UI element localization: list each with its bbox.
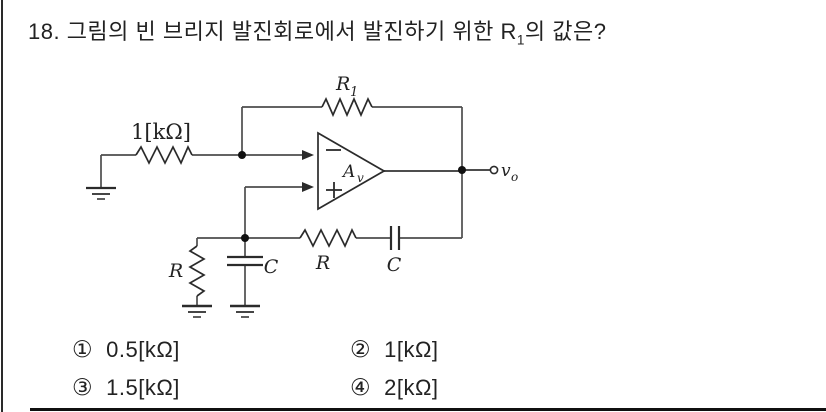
opamp-gain-label: A [341,162,355,182]
page-left-border [1,0,3,412]
option-3-label: 1.5[kΩ] [106,375,180,400]
opamp-noninverting-input-sign [326,182,342,198]
feedback-resistor-subscript: 1 [350,85,358,100]
circuit-wires [100,106,490,306]
option-4-label: 2[kΩ] [384,375,439,400]
node-rc-junction [241,234,249,242]
shunt-resistor-symbol [188,245,206,297]
option-1-marker: ① [72,336,94,362]
ground-shunt-capacitor-icon [230,304,260,318]
series-capacitor-label: C [387,254,402,276]
option-2-marker: ② [350,336,372,362]
inverting-input-arrow-icon [302,150,314,160]
question-r1-symbol: R1 [500,19,525,48]
option-4[interactable]: ④ 2[kΩ] [350,374,439,401]
shunt-capacitor-label: C [264,256,279,278]
opamp: A v [317,131,386,211]
option-2[interactable]: ② 1[kΩ] [350,336,439,363]
series-resistor-symbol [299,227,357,249]
question-text: 18. 그림의 빈 브리지 발진회로에서 발진하기 위한 R1의 값은? [28,14,798,48]
ground-shunt-resistor-icon [182,304,212,318]
opamp-gain-subscript: v [357,171,364,185]
output-voltage-subscript: o [511,170,518,184]
input-resistor-symbol [135,144,193,166]
option-2-label: 1[kΩ] [384,337,439,362]
question-text-after: 의 값은? [524,19,607,44]
question-text-before: 18. 그림의 빈 브리지 발진회로에서 발진하기 위한 [28,19,501,44]
page-bottom-rule [30,408,826,411]
option-3-marker: ③ [72,374,94,400]
output-terminal-icon [489,165,499,175]
node-output-junction [458,166,466,174]
series-resistor-label: R [315,252,330,274]
shunt-resistor-label: R [168,260,183,282]
noninverting-input-arrow-icon [302,182,314,192]
node-inverting-junction [238,151,246,159]
shunt-capacitor-symbol [227,255,263,267]
ground-left-icon [86,186,116,200]
series-capacitor-symbol [389,226,401,250]
option-1[interactable]: ① 0.5[kΩ] [72,336,180,363]
option-3[interactable]: ③ 1.5[kΩ] [72,374,180,401]
option-4-marker: ④ [350,374,372,400]
feedback-resistor-label: R [335,73,350,95]
feedback-resistor-symbol [321,96,373,118]
option-1-label: 0.5[kΩ] [106,337,180,362]
output-voltage-label: v [501,161,511,181]
input-resistor-label: 1[kΩ] [131,120,191,144]
